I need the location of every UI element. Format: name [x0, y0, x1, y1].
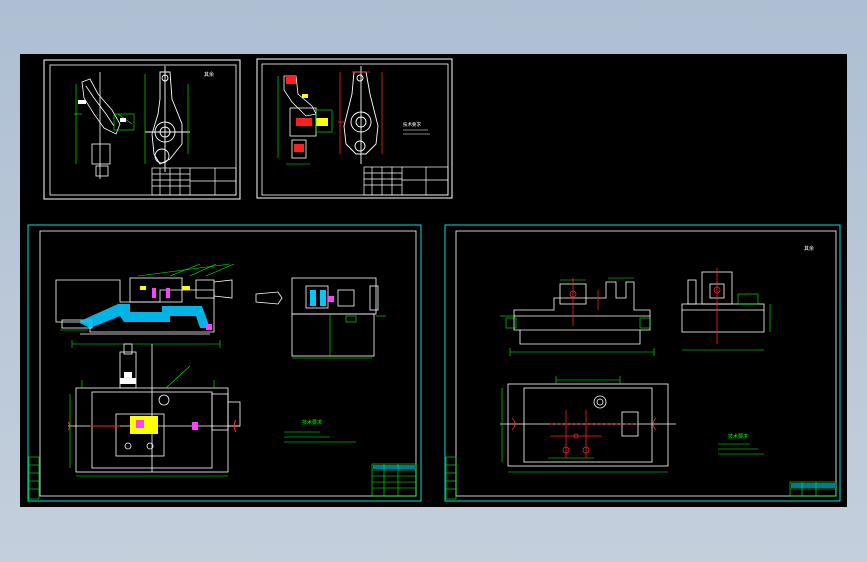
- assembly-notes-heading: 技术要求: [302, 419, 322, 426]
- cad-model-space[interactable]: 其余: [20, 54, 847, 507]
- drawing-canvas: 其余: [27, 58, 841, 502]
- tech-req-b: 技术要求: [403, 121, 421, 128]
- roughness-note-a: 其余: [204, 71, 214, 78]
- roughness-note-d: 其余: [804, 245, 814, 252]
- title-block-a: [151, 167, 237, 196]
- title-block-assembly: [371, 463, 417, 497]
- sheet-part-drawing-b: 技术要求: [256, 58, 453, 199]
- fixture-notes-heading: 技术要求: [728, 433, 748, 440]
- title-block-b: [363, 166, 449, 196]
- sheet-assembly-drawing: 技术要求: [27, 224, 422, 502]
- sheet-part-drawing-a: 其余: [43, 59, 241, 200]
- sheet-fixture-body-drawing: 其余: [444, 224, 841, 502]
